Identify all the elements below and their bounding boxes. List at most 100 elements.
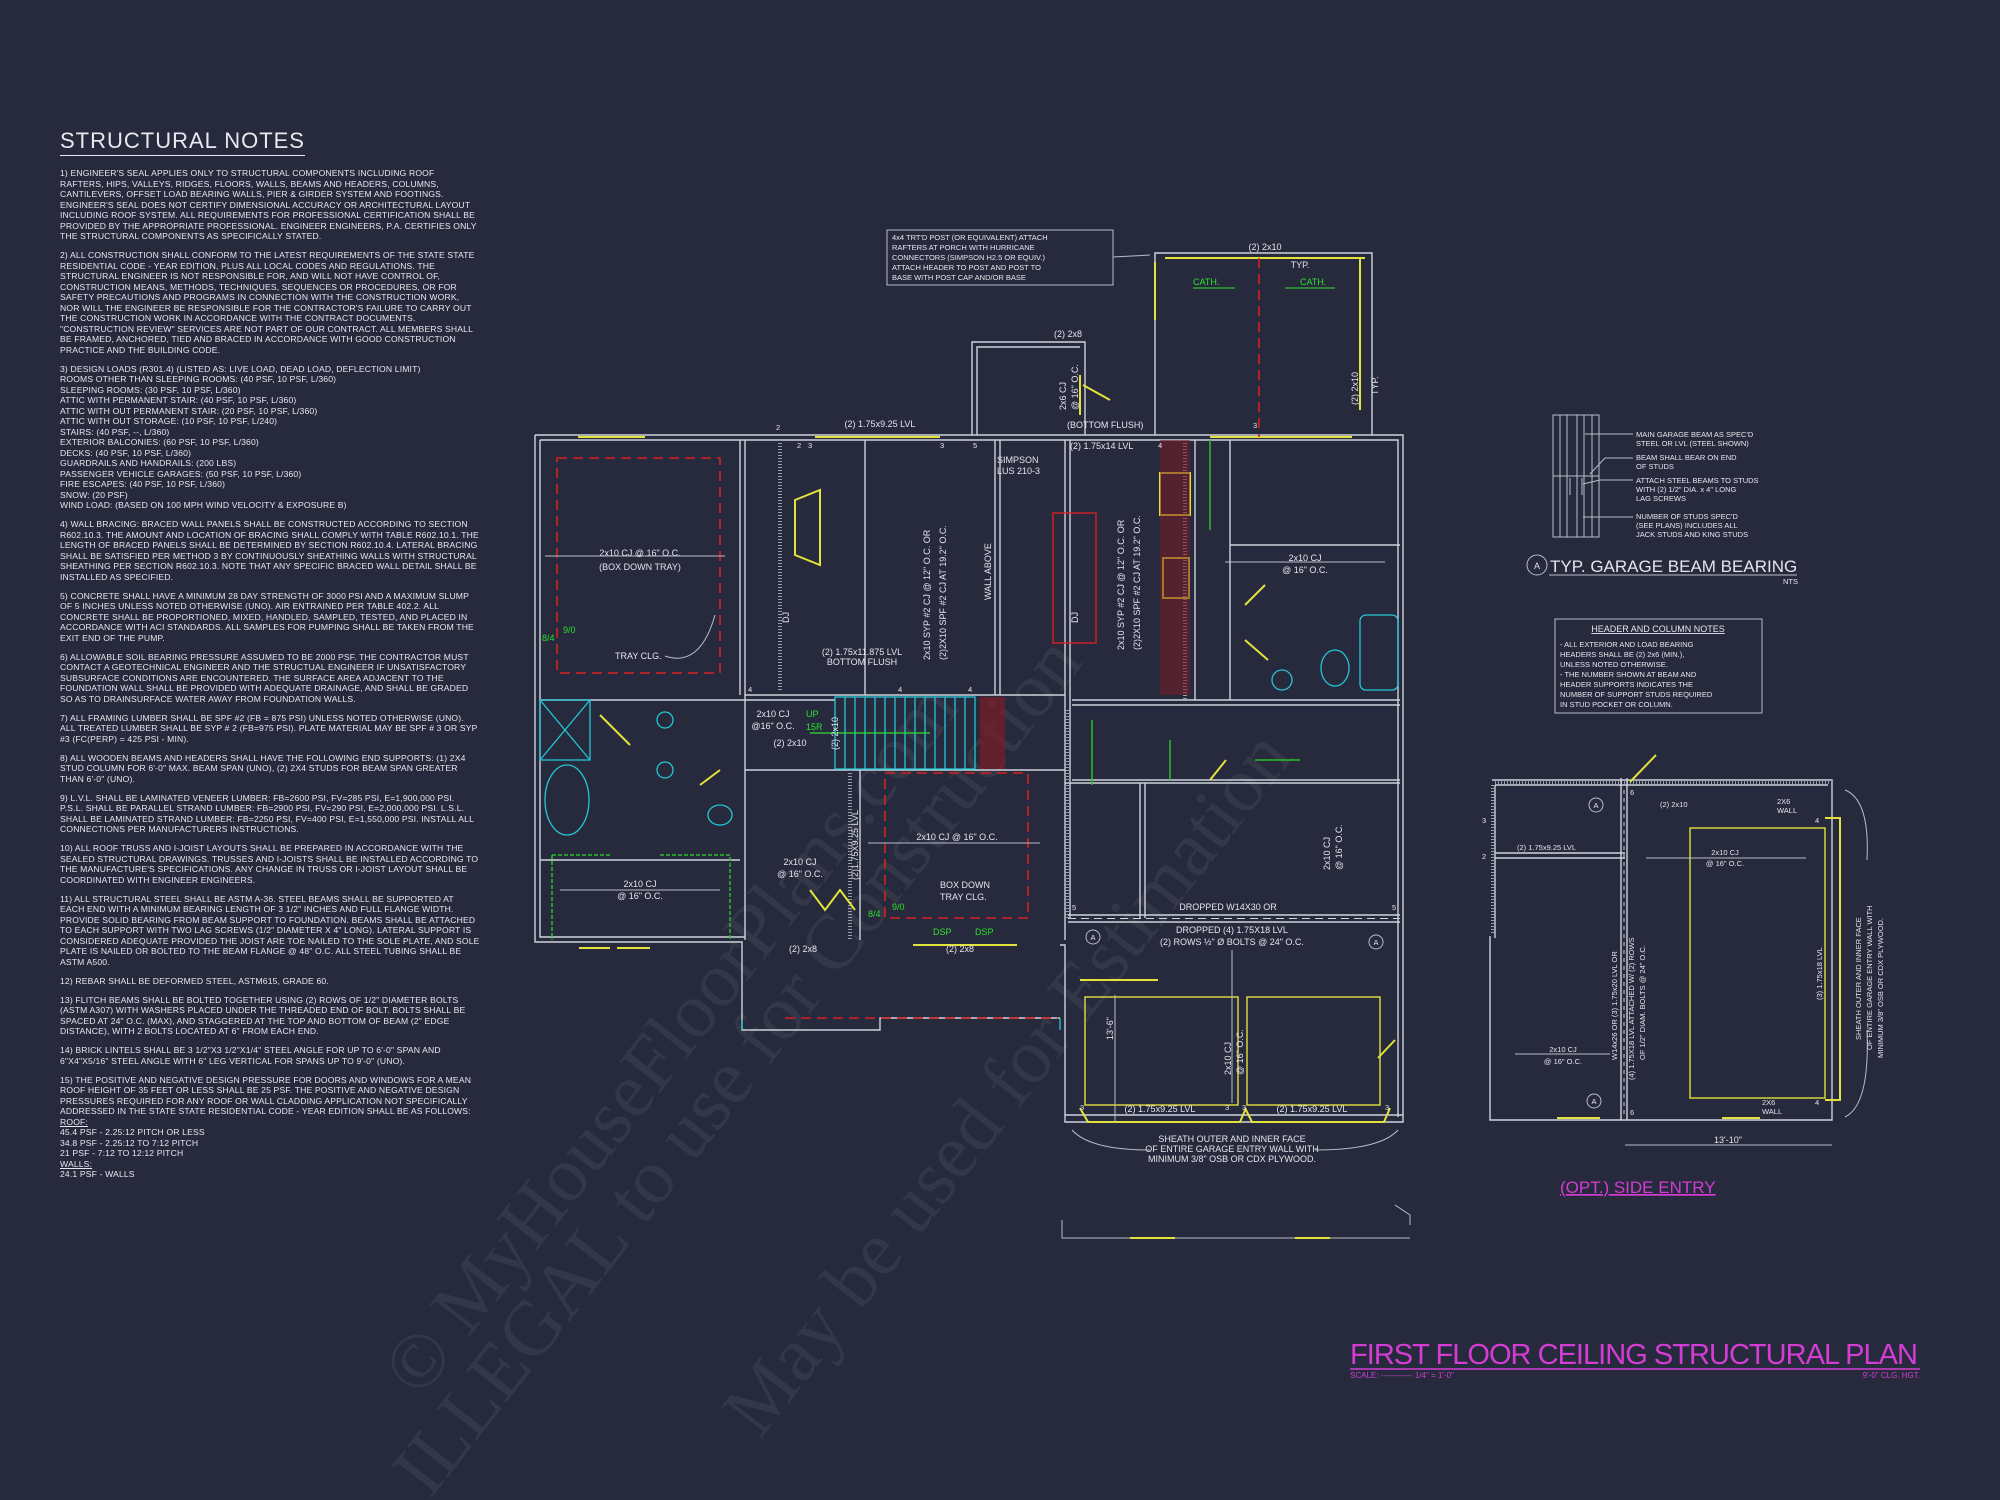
- joist-label: 2x10 CJ @ 16" O.C.: [599, 548, 680, 558]
- joist-label: (2)2X10 SPF #2 CJ AT 19.2" O.C.: [938, 525, 948, 660]
- joist-label: @ 16" O.C.: [777, 869, 823, 879]
- door-size-label: 9/0: [892, 902, 905, 912]
- typ-label: TYP.: [1370, 376, 1380, 395]
- joist-label: (2)2X10 SPF #2 CJ AT 19.2" O.C.: [1132, 515, 1142, 650]
- joist-label: 2x10 CJ: [756, 709, 789, 719]
- note-14: 14) BRICK LINTELS SHALL BE 3 1/2"x3 1/2"…: [60, 1045, 441, 1066]
- stud-count: 3: [1080, 1103, 1084, 1112]
- load-line: ATTIC WITH OUT PERMANENT STAIR: (20 PSF,…: [60, 405, 318, 416]
- joist-label: @ 16" O.C.: [1070, 364, 1080, 410]
- dsp-label: DSP: [975, 927, 994, 937]
- garage-beam-label: DROPPED (4) 1.75X18 LVL: [1176, 925, 1288, 935]
- joist-label: @ 16" O.C.: [1235, 1029, 1245, 1075]
- roof-heading: ROOF:: [60, 1116, 88, 1127]
- design-loads-heading: 3) DESIGN LOADS (R301.4) (LISTED AS: LIV…: [60, 363, 421, 374]
- beam-label: (2) 2x10: [1248, 242, 1281, 252]
- stud-count: 2: [797, 441, 801, 450]
- tray-label: TRAY CLG.: [615, 651, 662, 661]
- load-line: ATTIC WITH OUT STORAGE: (10 PSF, 10 PSF,…: [60, 416, 278, 426]
- callout-text: WITH (2) 1/2" DIA. x 4" LONG: [1636, 485, 1737, 494]
- stud-count: 3: [1242, 1103, 1246, 1112]
- walls-line: 24.1 PSF - WALLS: [60, 1169, 135, 1179]
- beam-label: W14x26 OR (3) 1.75x20 LVL OR: [1610, 951, 1619, 1060]
- sheath-note: MINIMUM 3/8" OSB OR CDX PLYWOOD.: [1148, 1154, 1316, 1164]
- detail-scale: NTS: [1783, 577, 1798, 586]
- header-notes-title: HEADER AND COLUMN NOTES: [1591, 624, 1725, 634]
- stud-count: 2: [776, 423, 780, 432]
- load-line: SNOW: (20 PSF): [60, 489, 128, 500]
- beam-label: (2) 1.75x11.875 LVL: [822, 647, 902, 657]
- stud-count: 2: [1482, 852, 1486, 861]
- callout-text: NUMBER OF STUDS SPEC'D: [1636, 512, 1738, 521]
- header-label: (2) 2x8: [1054, 329, 1082, 339]
- beam-bearing-marker: A: [1593, 801, 1598, 810]
- load-line: WIND LOAD: (BASED ON 100 MPH WIND VELOCI…: [60, 500, 347, 510]
- header-label: (2) 2x10: [773, 738, 806, 748]
- notes-title: STRUCTURAL NOTES: [60, 128, 305, 156]
- porch-post-note: 4x4 TRT'D POST (OR EQUIVALENT) ATTACH RA…: [886, 229, 1151, 286]
- joist-label: 2x10 CJ: [1288, 553, 1321, 563]
- beam-label: (2) 1.75x9.25 LVL: [1125, 1104, 1196, 1114]
- stair: [810, 696, 976, 770]
- wall-label: WALL ABOVE: [983, 543, 993, 600]
- load-line: STAIRS: (40 PSF, --, L/360): [60, 426, 170, 437]
- joist-label: @16" O.C.: [751, 721, 794, 731]
- stud-count: 4: [1815, 1098, 1819, 1107]
- note-line: UNLESS NOTED OTHERWISE.: [1560, 660, 1668, 669]
- watermark: © MyHouseFloorPlans.com ILLEGAL to use f…: [365, 619, 1307, 1500]
- roof-line: 34.8 PSF - 2.25:12 TO 7:12 PITCH: [60, 1137, 199, 1148]
- stair-risers-label: 15R: [806, 722, 823, 732]
- note-line: BASE WITH POST CAP AND/OR BASE: [892, 273, 1026, 282]
- header-label: (2) 2x8: [946, 944, 974, 954]
- note-10: 10) ALL ROOF TRUSS AND I-JOIST LAYOUTS S…: [60, 843, 479, 885]
- joist-label: 2x10 SYP #2 CJ @ 12" O.C. OR: [1116, 519, 1126, 650]
- dsp-label: DSP: [933, 927, 952, 937]
- joist-label: 2x10 CJ: [1322, 837, 1332, 870]
- roof-line: 45.4 PSF - 2.25:12 PITCH OR LESS: [60, 1127, 205, 1137]
- stud-count: 4: [968, 685, 972, 694]
- note-1: 1) ENGINEER'S SEAL APPLIES ONLY TO STRUC…: [60, 168, 477, 241]
- note-11: 11) ALL STRUCTURAL STEEL SHALL BE ASTM A…: [60, 893, 480, 967]
- sheet-title: FIRST FLOOR CEILING STRUCTURAL PLAN: [1350, 1339, 1918, 1371]
- beam-label: (3) 1.75x18 LVL: [1815, 947, 1824, 1000]
- note-5: 5) CONCRETE SHALL HAVE A MINIMUM 28 DAY …: [60, 590, 474, 643]
- sheath-note: SHEATH OUTER AND INNER FACE: [1158, 1134, 1305, 1144]
- stud-count: 3: [808, 441, 812, 450]
- walls-heading: WALLS:: [60, 1158, 93, 1169]
- header-column-notes: HEADER AND COLUMN NOTES - ALL EXTERIOR A…: [1554, 618, 1763, 714]
- scale-label: SCALE: ------------ 1/4" = 1'-0": [1350, 1371, 1454, 1380]
- stud-count: 5: [1392, 903, 1396, 912]
- load-line: ATTIC WITH PERMANENT STAIR: (40 PSF, 10 …: [60, 395, 297, 405]
- stud-count: 3: [1253, 421, 1257, 430]
- joist-label: 2x10 CJ: [1711, 848, 1739, 857]
- callout-text: STEEL OR LVL (STEEL SHOWN): [1636, 439, 1749, 448]
- wall-label: 2X6: [1762, 1098, 1775, 1107]
- dj-label: DJ: [1070, 612, 1080, 623]
- load-line: PASSENGER VEHICLE GARAGES: (50 PSF, 10 P…: [60, 468, 302, 479]
- typ-label: TYP.: [1291, 260, 1310, 270]
- door-size-label: 8/4: [542, 633, 555, 643]
- note-line: - THE NUMBER SHOWN AT BEAM AND: [1560, 670, 1697, 679]
- sheath-note: OF ENTIRE GARAGE ENTRY WALL WITH: [1865, 905, 1874, 1050]
- hanger-label: SIMPSON: [997, 455, 1039, 465]
- stair-up-label: UP: [806, 709, 819, 719]
- stud-count: 6: [1630, 788, 1634, 797]
- joist-label: 2x10 CJ: [1223, 1042, 1233, 1075]
- structural-notes: STRUCTURAL NOTES 1) ENGINEER'S SEAL APPL…: [60, 128, 480, 1188]
- sheath-note: SHEATH OUTER AND INNER FACE: [1854, 917, 1863, 1040]
- header-label: (2) 2x10: [1660, 800, 1688, 809]
- wall-label: WALL: [1762, 1107, 1782, 1116]
- title-block: FIRST FLOOR CEILING STRUCTURAL PLAN SCAL…: [1350, 1339, 1920, 1380]
- note-12: 12) REBAR SHALL BE DEFORMED STEEL, ASTM6…: [60, 975, 329, 986]
- note-line: 4x4 TRT'D POST (OR EQUIVALENT) ATTACH: [892, 233, 1048, 242]
- joist-label: @ 16" O.C.: [617, 891, 663, 901]
- joist-label: @ 16" O.C.: [1706, 859, 1744, 868]
- stud-count: 4: [898, 685, 902, 694]
- note-line: RAFTERS AT PORCH WITH HURRICANE: [892, 243, 1035, 252]
- load-line: DECKS: (40 PSF, 10 PSF, L/360): [60, 447, 192, 458]
- sheath-note: MINIMUM 3/8" OSB OR CDX PLYWOOD.: [1876, 918, 1885, 1058]
- wall-label: 2X6: [1777, 797, 1790, 806]
- beam-label: (2) 1.75x9.25 LVL: [1517, 843, 1576, 852]
- callout-text: (SEE PLANS) INCLUDES ALL: [1636, 521, 1738, 530]
